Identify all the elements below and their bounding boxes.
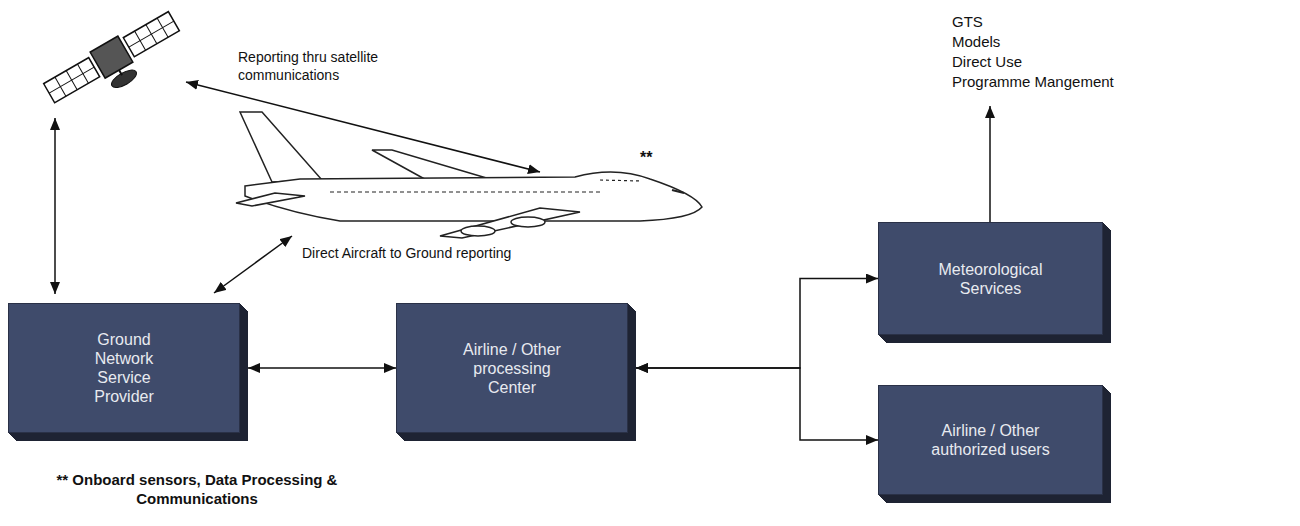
process-box: Airline / Other processing Center [396,303,628,433]
satellite-link-arrow [186,82,540,172]
annotation-text: Models [950,32,1002,51]
annotation-text: ** Onboard sensors, Data Processing & Co… [30,470,364,508]
tail-plane [236,193,305,206]
solar-panel [44,58,100,103]
aircraft-ground-arrow [214,236,292,293]
near-wing [440,208,580,238]
fuselage [245,172,702,221]
box-label: Meteorological Services [923,260,1058,298]
annotation-text: GTS [950,12,985,31]
satellite-ground-arrow [54,118,56,294]
process-box: Meteorological Services [878,222,1103,335]
annotation-text: Programme Mangement [950,72,1116,91]
cabin-windows [330,191,600,192]
engine [461,226,495,236]
tail-fin [240,112,322,182]
annotation-text: Direct Use [950,52,1024,71]
aircraft-illustration [236,112,702,238]
annotation-text: Reporting thru satellite communications [236,48,425,84]
box-label: Airline / Other processing Center [452,340,572,397]
box-label: Airline / Other authorized users [923,421,1058,459]
flow-arrow [636,368,878,440]
annotation-text: Direct Aircraft to Ground reporting [300,244,513,262]
footnote-mark: ** [638,148,654,168]
cockpit-window [672,190,684,193]
panel-grid [49,67,94,93]
process-box: Airline / Other authorized users [878,385,1103,495]
panel-grid [129,21,174,47]
flow-arrow [636,279,878,369]
flow-arrow [248,367,396,369]
output-arrow [989,106,991,222]
upper-deck-windows [600,180,640,181]
satellite-dish [109,67,139,91]
box-label: Ground Network Service Provider [74,330,174,406]
engine [511,217,545,227]
dish-mount [119,70,122,75]
solar-panel [123,12,179,57]
process-box: Ground Network Service Provider [8,303,240,433]
satellite-icon [42,8,190,120]
